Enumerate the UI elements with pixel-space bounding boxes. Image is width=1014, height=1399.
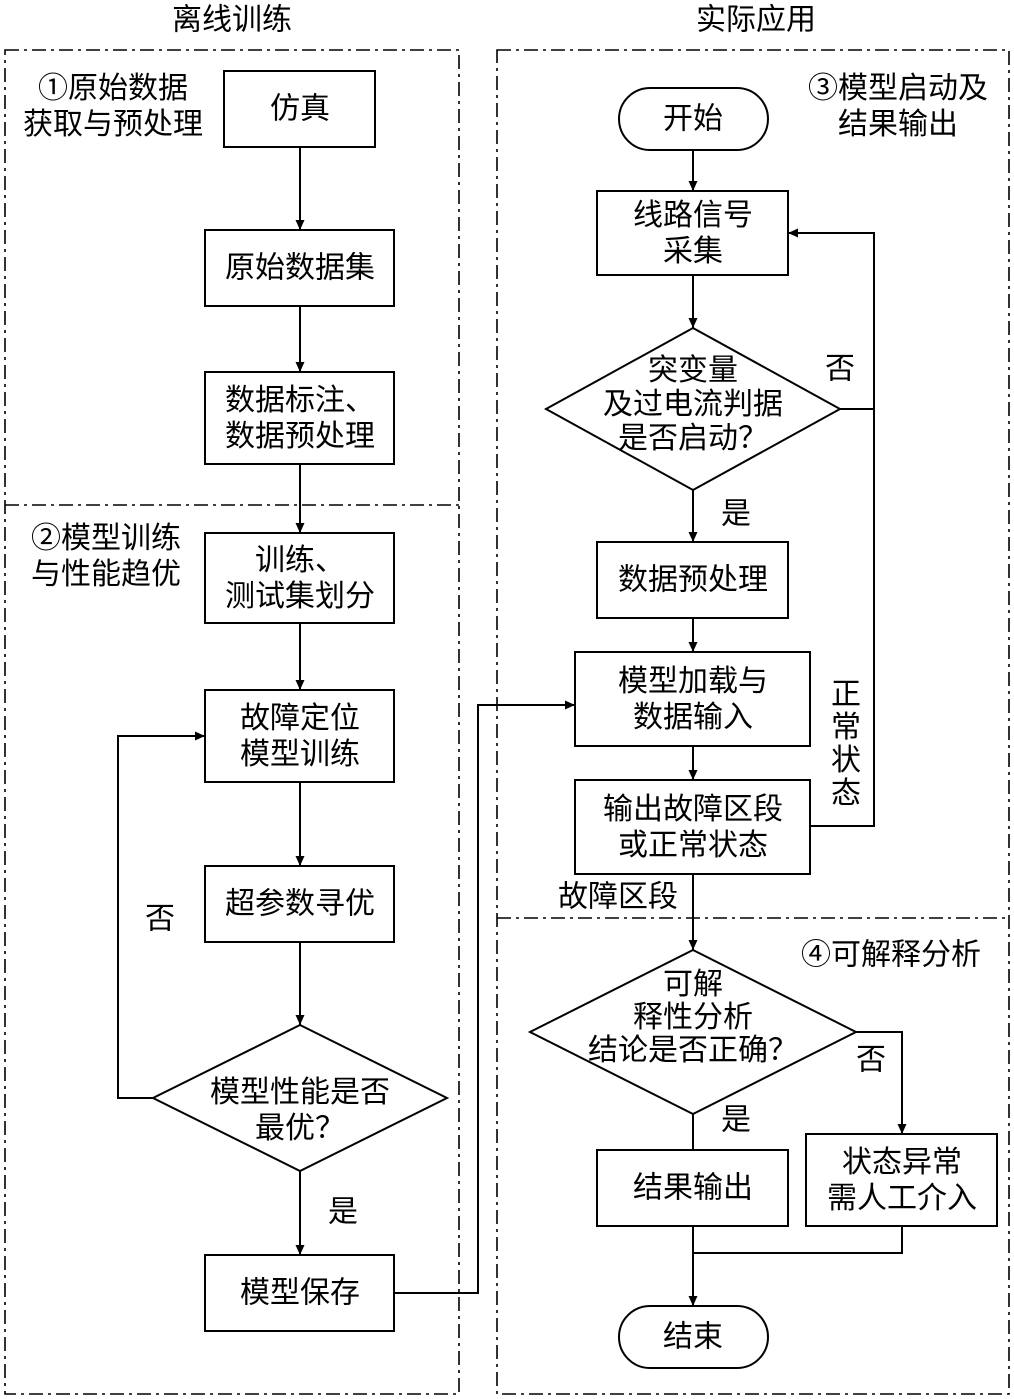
start-label: 开始: [663, 102, 723, 137]
result-label: 结果输出: [633, 1171, 753, 1206]
split-box: [204, 532, 395, 624]
preprocess-label: 数据预处理: [618, 563, 768, 598]
edge-save-load: [394, 700, 575, 1294]
preprocess-box: [596, 541, 789, 619]
save-box: [204, 1254, 395, 1332]
model-load-label: 模型加载与数据输入: [618, 664, 768, 735]
trigger-no-label: 否: [825, 352, 855, 387]
split-label: 训练、测试集划分: [225, 543, 375, 614]
hyperparam-box: [204, 865, 395, 943]
performance-yes-label: 是: [328, 1195, 358, 1230]
online-frame: [496, 49, 1010, 1395]
section-3-title: ③模型启动及结果输出: [808, 71, 988, 142]
explain-decision-label: 可解释性分析结论是否正确？: [588, 967, 798, 1068]
offline-training-header: 离线训练: [172, 3, 292, 38]
labeling-label: 数据标注、数据预处理: [225, 383, 375, 454]
save-label: 模型保存: [240, 1276, 360, 1311]
output-label: 输出故障区段或正常状态: [603, 792, 783, 863]
normal-state-label: 正常状态: [831, 677, 861, 811]
edge-decision-no-loop: [117, 731, 205, 1099]
performance-no-label: 否: [145, 902, 175, 937]
raw-dataset-label: 原始数据集: [225, 251, 375, 286]
model-load-box: [574, 651, 811, 747]
trigger-yes-label: 是: [721, 497, 751, 532]
simulation-label: 仿真: [270, 92, 330, 127]
simulation-box: [223, 70, 376, 148]
edge-explain-no-abnormal: [856, 1031, 907, 1134]
section-1-title: ①原始数据获取与预处理: [23, 71, 203, 142]
performance-decision-label: 模型性能是否最优？: [210, 1075, 390, 1146]
fault-section-label: 故障区段: [558, 880, 678, 915]
end-label: 结束: [663, 1320, 723, 1355]
hyperparam-label: 超参数寻优: [225, 887, 375, 922]
explain-yes-label: 是: [721, 1103, 751, 1138]
abnormal-label: 状态异常需人工介入: [827, 1145, 977, 1216]
trigger-decision-label: 突变量及过电流判据是否启动？: [603, 353, 783, 456]
edge-abnormal-end: [693, 1226, 903, 1254]
practical-application-header: 实际应用: [696, 3, 816, 38]
edge-trigger-no-loop: [788, 228, 875, 410]
explain-no-label: 否: [856, 1043, 886, 1078]
collect-label: 线路信号采集: [633, 198, 753, 269]
train-label: 故障定位模型训练: [240, 701, 360, 772]
section-2-title: ②模型训练与性能趋优: [31, 521, 181, 592]
section-4-title: ④可解释分析: [801, 938, 981, 973]
offline-frame: [4, 49, 460, 1395]
edge-output-normal-loop: [810, 409, 875, 827]
